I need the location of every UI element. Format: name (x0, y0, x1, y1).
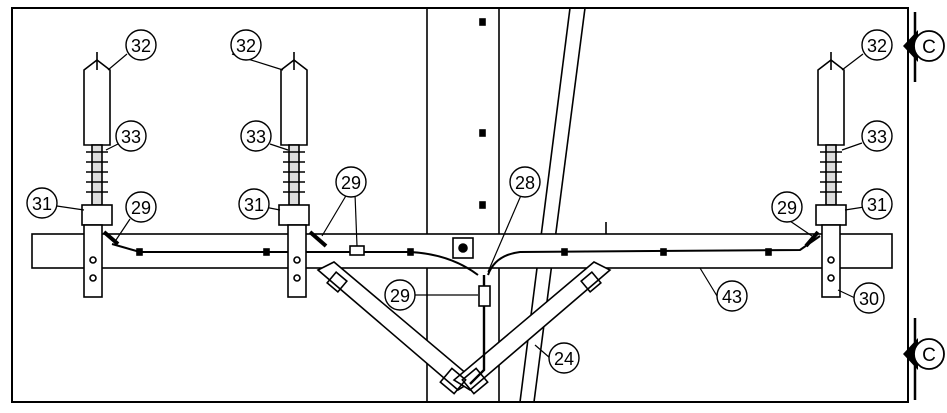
callout-bubbles (26, 29, 893, 374)
callout-insulator-right (861, 120, 893, 152)
callout-bracket-right (861, 188, 893, 220)
callout-text: 31 (244, 195, 264, 215)
ground-wire-right (487, 235, 821, 276)
callout-brace (548, 342, 580, 374)
callout-text: 31 (32, 194, 52, 214)
leader-lines (49, 53, 878, 359)
callout-text: 29 (341, 173, 361, 193)
callout-connector-mid (335, 166, 367, 198)
wire-tie (407, 248, 414, 256)
ground-clamp (478, 285, 491, 307)
callout-text: 30 (859, 289, 879, 309)
callout-ground-lead (509, 166, 541, 198)
callout-text: 32 (131, 36, 151, 56)
arrester-assembly-mid (278, 52, 328, 298)
callout-arrester-left (125, 29, 157, 61)
callout-text: 29 (390, 286, 410, 306)
pole-bolt (479, 201, 486, 209)
callout-text: 33 (867, 127, 887, 147)
callout-labels: 32 32 32 33 33 33 31 31 31 29 29 29 29 2… (32, 36, 887, 369)
callout-text: 29 (777, 198, 797, 218)
ground-box-bolt (458, 243, 468, 253)
callout-text: 33 (246, 127, 266, 147)
wire-tie (136, 248, 143, 256)
ground-wire-left (111, 243, 479, 276)
brace-joint (461, 367, 489, 395)
arrester-assembly-left (81, 52, 120, 298)
brace-clamp (580, 271, 602, 293)
callout-mount-right (853, 282, 885, 314)
wire-tie (660, 248, 667, 256)
callout-bracket-left (26, 187, 58, 219)
brace-clamp (326, 271, 348, 293)
wire-tie (765, 248, 772, 256)
pole-bolt (479, 18, 486, 26)
callout-bracket-mid (238, 188, 270, 220)
callout-crossarm (716, 280, 748, 312)
guy-line (533, 7, 586, 403)
callout-text: 28 (515, 173, 535, 193)
callout-text: 33 (121, 127, 141, 147)
callout-connector-left (125, 191, 157, 223)
brace-joint (439, 367, 467, 395)
callout-arrester-right (861, 29, 893, 61)
callout-insulator-left (115, 120, 147, 152)
callout-connector-right (771, 191, 803, 223)
callout-text: 24 (554, 349, 574, 369)
section-label-lower: C (922, 345, 936, 366)
callout-text: 43 (722, 287, 742, 307)
section-marker-upper: C (903, 12, 945, 82)
section-label-upper: C (922, 37, 936, 58)
callout-text: 32 (236, 36, 256, 56)
wire-connector (349, 245, 365, 256)
callout-insulator-mid (240, 120, 272, 152)
callout-text: 29 (131, 198, 151, 218)
pole-bolt (479, 129, 486, 137)
arrester-assembly-right (804, 52, 847, 298)
drawing-frame (11, 7, 909, 403)
ground-box (452, 237, 474, 259)
callout-text: 32 (867, 36, 887, 56)
wire-tie (561, 248, 568, 256)
callout-text: 31 (867, 195, 887, 215)
wire-tie (263, 248, 270, 256)
section-marker-lower: C (903, 318, 945, 400)
callout-arrester-mid (230, 29, 262, 61)
callout-connector-pole (384, 279, 416, 311)
